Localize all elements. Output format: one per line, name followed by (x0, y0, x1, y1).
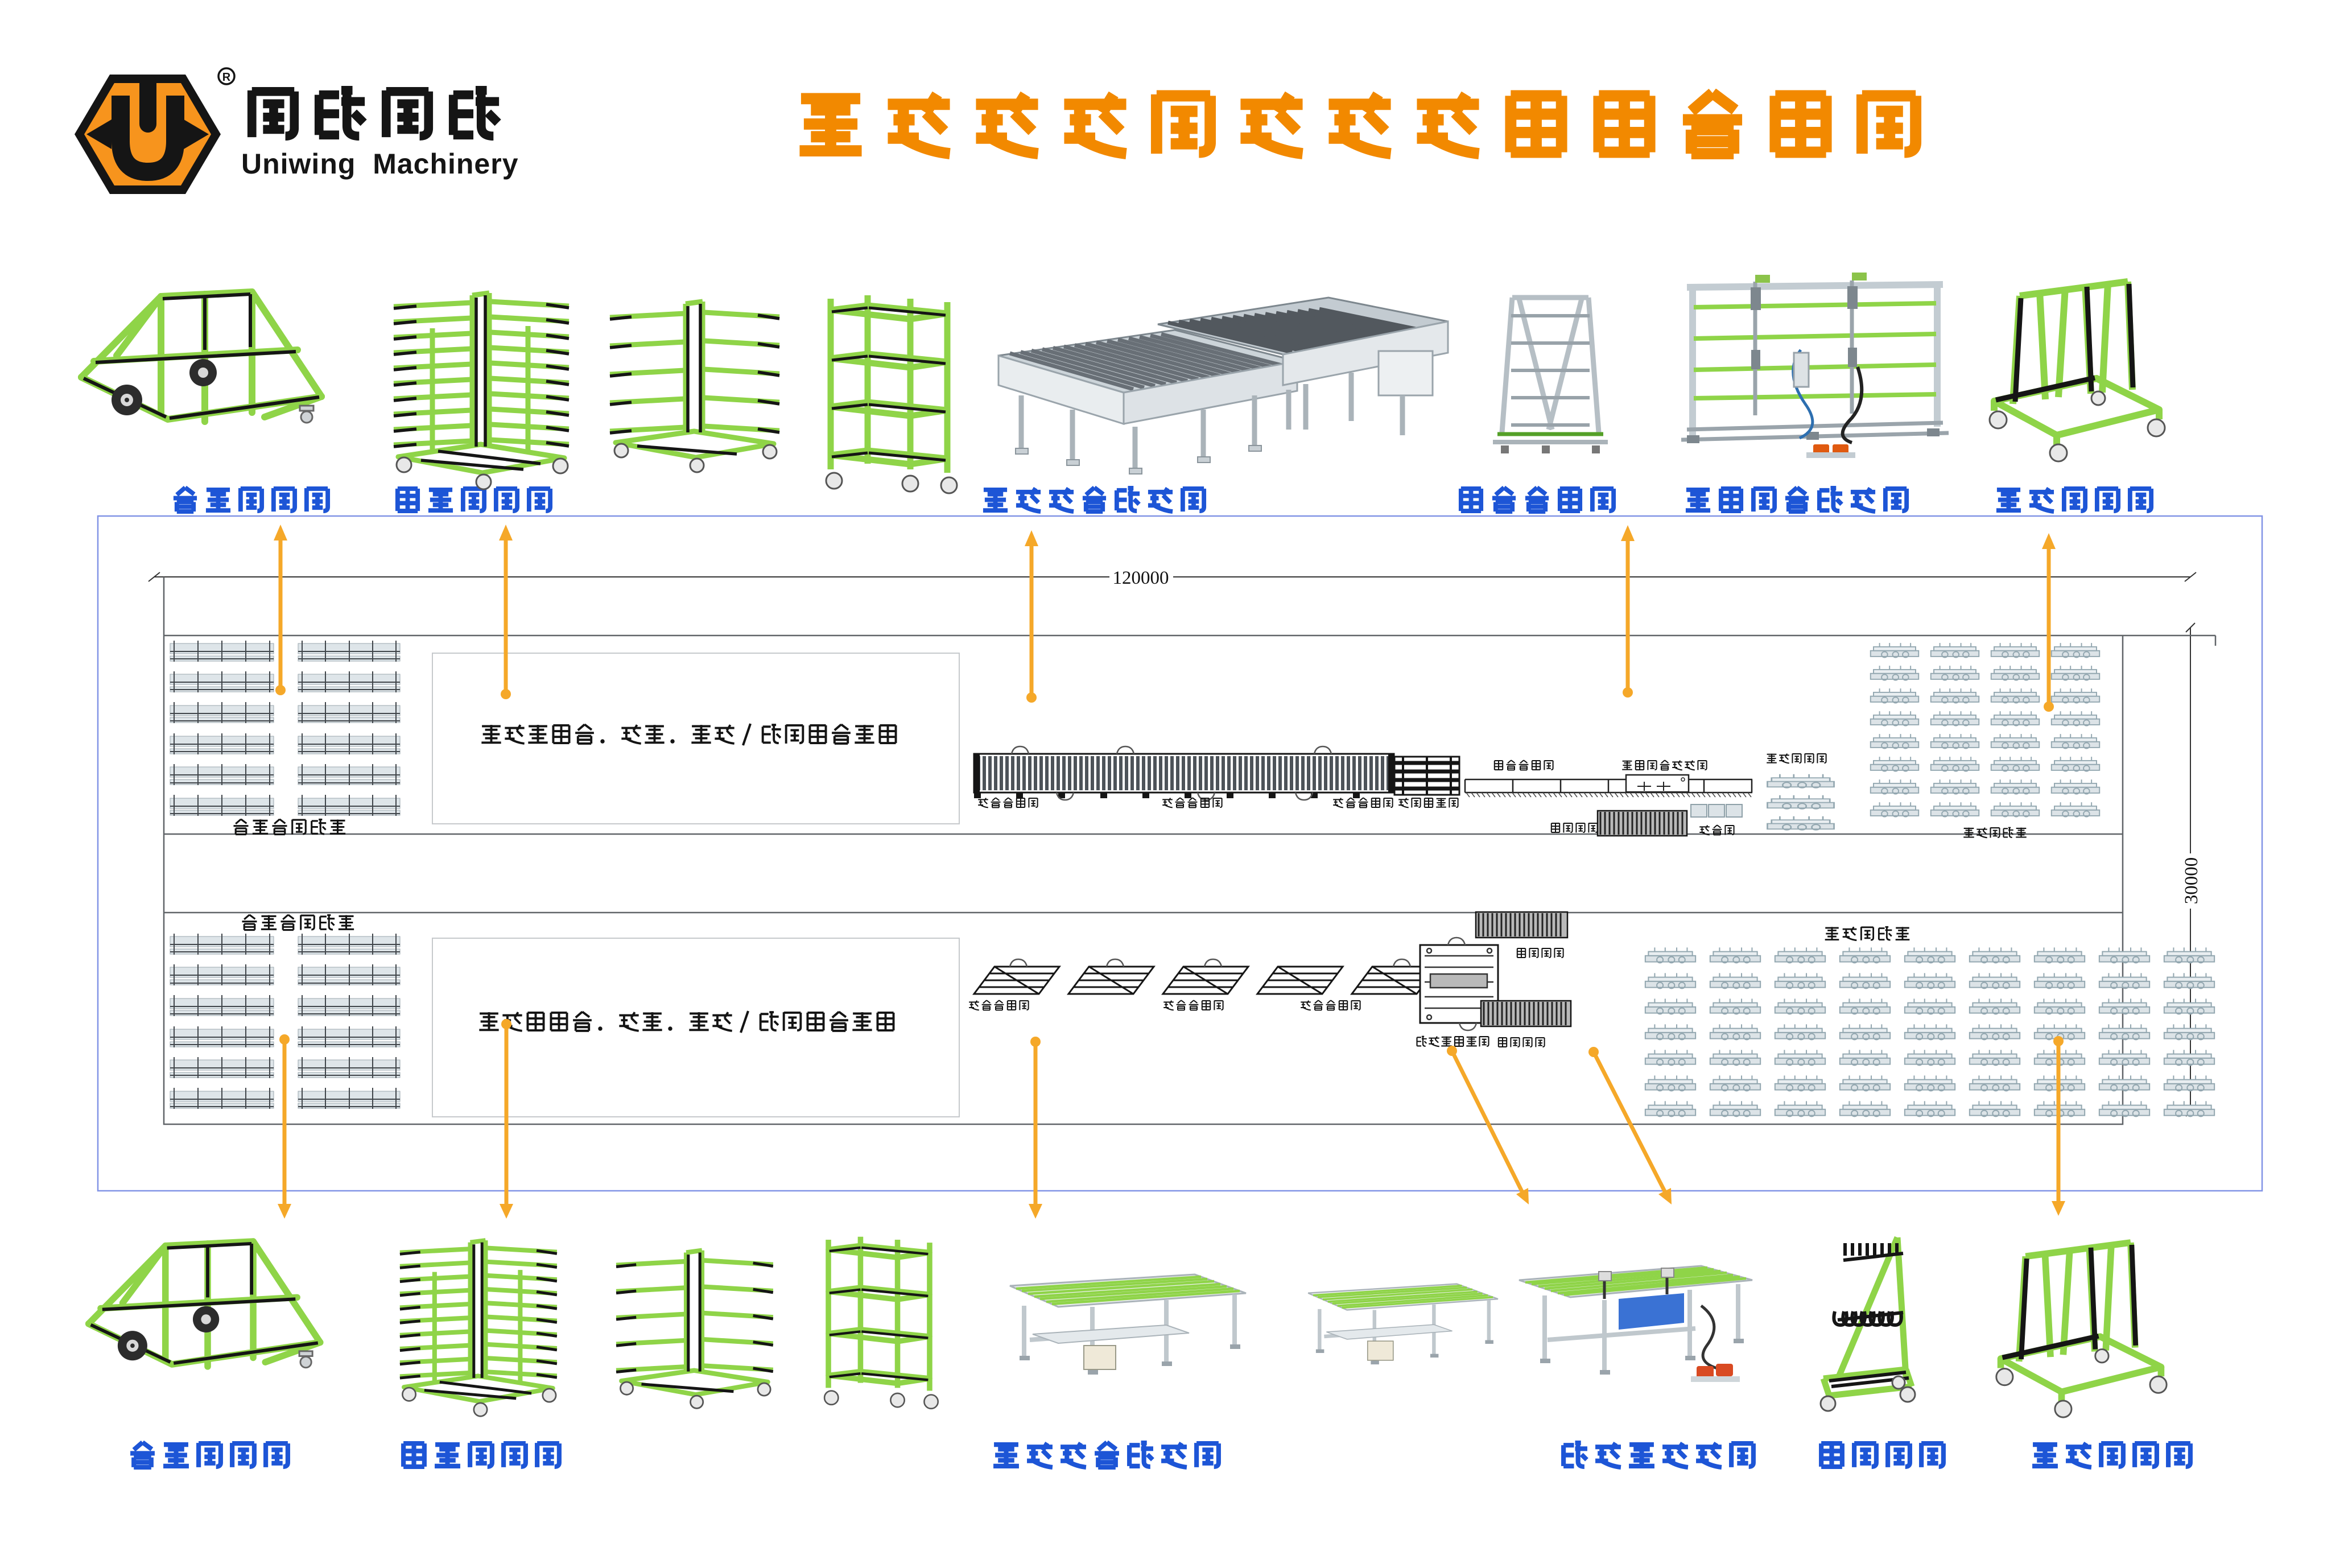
svg-text:R: R (222, 71, 231, 84)
svg-text:30000: 30000 (2181, 857, 2202, 905)
svg-text:Uniwing Machinery: Uniwing Machinery (241, 148, 519, 180)
svg-text:120000: 120000 (1113, 568, 1169, 588)
